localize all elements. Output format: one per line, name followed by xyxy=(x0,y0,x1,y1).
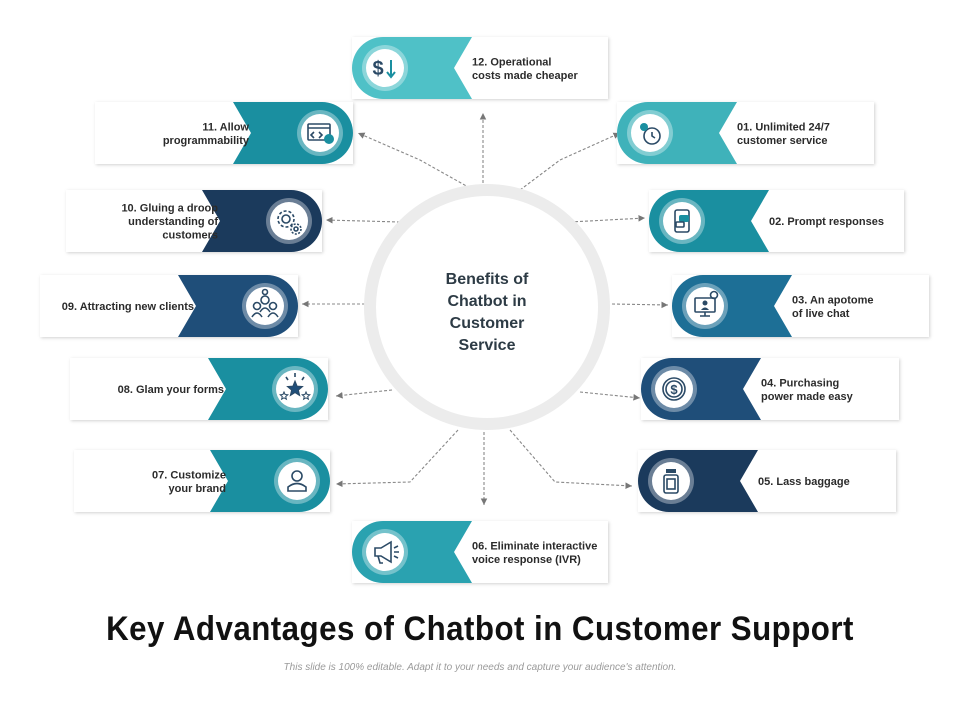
benefit-label-line: of live chat xyxy=(792,308,850,320)
benefit-item-02: 02. Prompt responses xyxy=(649,190,904,252)
benefit-item-06: 06. Eliminate interactive voice response … xyxy=(352,521,608,583)
connector-arrow xyxy=(325,216,401,224)
icon-disc xyxy=(652,462,690,500)
mobile-chat-icon xyxy=(674,209,690,233)
icon-disc xyxy=(631,114,669,152)
benefit-label-line: customers xyxy=(162,230,218,242)
benefit-item-01: 01. Unlimited 24/7 customer service xyxy=(617,102,874,164)
benefit-label-line: 09. Attracting new clients xyxy=(62,301,194,313)
clock-cycle-icon xyxy=(640,123,661,145)
benefit-label-line: understanding of xyxy=(128,216,218,228)
benefit-label-line: 03. An apotome xyxy=(792,294,874,306)
connector-arrow xyxy=(357,132,471,189)
center-title-line: Service xyxy=(459,337,516,354)
coin-icon: $ xyxy=(662,377,686,401)
center-title-line: Chatbot in xyxy=(447,293,526,310)
benefit-label-line: 02. Prompt responses xyxy=(769,216,884,228)
benefit-label-line: 12. Operational xyxy=(472,56,551,68)
benefit-label-line: 10. Gluing a droop xyxy=(121,203,218,215)
svg-text:$: $ xyxy=(670,382,678,397)
benefit-label: 04. Purchasing power made easy xyxy=(761,377,854,403)
benefit-label-line: customer service xyxy=(737,135,828,147)
benefit-label: 02. Prompt responses xyxy=(769,216,884,228)
benefit-label: 11. Allow programmability xyxy=(163,121,250,147)
center-title-line: Customer xyxy=(450,315,525,332)
benefit-label: 01. Unlimited 24/7 customer service xyxy=(737,121,830,147)
benefit-label-line: 05. Lass baggage xyxy=(758,476,850,488)
svg-text:$: $ xyxy=(372,58,383,80)
benefit-item-07: 07. Customize your brand xyxy=(74,450,330,512)
code-window-icon xyxy=(307,123,334,144)
benefit-label: 05. Lass baggage xyxy=(758,476,850,488)
benefit-label-line: voice response (IVR) xyxy=(472,554,581,566)
benefit-item-08: 08. Glam your forms xyxy=(70,358,328,420)
center-title-line: Benefits of xyxy=(446,271,529,288)
benefit-label: 03. An apotome of live chat xyxy=(792,294,874,320)
benefit-item-03: 03. An apotome of live chat xyxy=(672,275,929,337)
benefit-item-09: 09. Attracting new clients xyxy=(40,275,298,337)
icon-disc xyxy=(246,287,284,325)
benefit-label: 07. Customize your brand xyxy=(152,469,226,495)
page-subtitle: This slide is 100% editable. Adapt it to… xyxy=(283,662,677,673)
benefit-label-line: 08. Glam your forms xyxy=(118,384,224,396)
benefit-label: 08. Glam your forms xyxy=(118,384,224,396)
benefit-label-line: power made easy xyxy=(761,391,854,403)
connector-arrow xyxy=(335,389,393,399)
icon-disc xyxy=(686,287,724,325)
icon-disc xyxy=(366,49,404,87)
benefit-item-04: $04. Purchasing power made easy xyxy=(641,358,899,420)
benefit-label-line: your brand xyxy=(169,483,226,495)
benefit-label-line: 11. Allow xyxy=(202,121,249,133)
user-icon xyxy=(287,470,307,492)
connector-arrow xyxy=(579,391,641,401)
monitor-chat-icon xyxy=(694,290,719,317)
dollar-down-icon: $ xyxy=(372,58,396,80)
connector-arrow xyxy=(569,215,646,223)
benefit-label: 12. Operational costs made cheaper xyxy=(472,56,578,82)
connector-arrow xyxy=(611,301,669,309)
benefit-label-line: 01. Unlimited 24/7 xyxy=(737,121,830,133)
benefit-label: 09. Attracting new clients xyxy=(62,301,194,313)
benefit-item-05: 05. Lass baggage xyxy=(638,450,896,512)
icon-disc xyxy=(366,533,404,571)
connector-arrow xyxy=(335,429,459,488)
benefit-label-line: 04. Purchasing xyxy=(761,377,839,389)
icon-disc xyxy=(655,370,693,408)
gears-icon xyxy=(277,210,302,235)
megaphone-icon xyxy=(374,540,399,564)
group-icon xyxy=(251,288,279,318)
benefit-label-line: 07. Customize xyxy=(152,469,226,481)
benefit-item-11: 11. Allow programmability xyxy=(95,102,353,164)
connector-arrow xyxy=(509,429,633,489)
connector-lines xyxy=(302,113,669,505)
connector-arrow xyxy=(519,132,621,191)
stars-icon xyxy=(279,373,311,401)
benefit-label: 06. Eliminate interactive voice response … xyxy=(472,540,597,566)
benefit-label-line: 06. Eliminate interactive xyxy=(472,540,597,552)
benefit-item-12: $12. Operational costs made cheaper xyxy=(352,37,608,99)
benefit-label-line: programmability xyxy=(163,135,250,147)
page-title: Key Advantages of Chatbot in Customer Su… xyxy=(106,610,854,648)
benefit-label-line: costs made cheaper xyxy=(472,70,578,82)
luggage-icon xyxy=(663,469,679,494)
